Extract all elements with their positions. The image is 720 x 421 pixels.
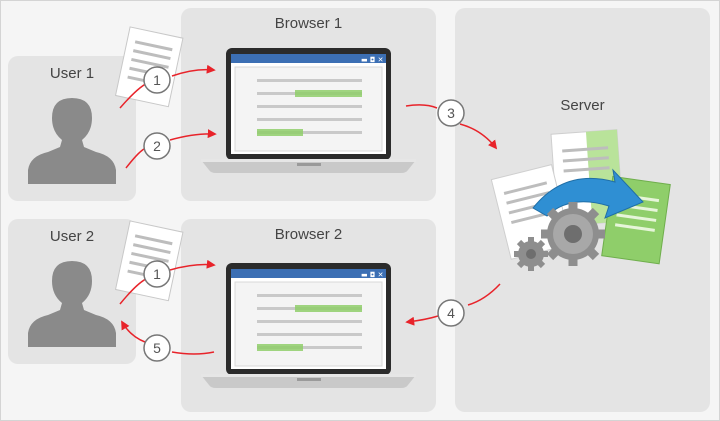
laptop-icon: ▬ ◘ ✕ bbox=[201, 48, 416, 173]
browser2-title: Browser 2 bbox=[274, 226, 343, 243]
step-badge-2: 2 bbox=[143, 132, 171, 160]
browser2-panel: Browser 2 ▬ ◘ ✕ bbox=[181, 219, 436, 412]
server-panel: Server bbox=[455, 8, 710, 412]
user1-title: User 1 bbox=[49, 65, 95, 82]
user-silhouette-icon bbox=[28, 98, 116, 184]
step-badge-1b: 1 bbox=[143, 260, 171, 288]
step-badge-3: 3 bbox=[437, 99, 465, 127]
arrow-icon bbox=[125, 147, 147, 169]
arrow-icon bbox=[405, 315, 439, 326]
svg-text:▬ ◘ ✕: ▬ ◘ ✕ bbox=[361, 56, 383, 64]
step-2-label: 2 bbox=[153, 138, 161, 154]
browser1-panel: Browser 1 ▬ ◘ ✕ bbox=[181, 8, 436, 201]
svg-text:▬ ◘ ✕: ▬ ◘ ✕ bbox=[361, 271, 383, 279]
step-badge-1a: 1 bbox=[143, 66, 171, 94]
arrow-icon bbox=[119, 277, 149, 305]
user2-panel: User 2 bbox=[8, 219, 136, 364]
arrow-icon bbox=[169, 129, 217, 141]
arrow-icon bbox=[121, 320, 146, 343]
arrow-icon bbox=[459, 123, 498, 150]
arrow-icon bbox=[467, 283, 501, 306]
laptop-icon: ▬ ◘ ✕ bbox=[201, 263, 416, 388]
arrow-icon bbox=[171, 351, 215, 355]
step-1b-label: 1 bbox=[153, 266, 161, 282]
step-1a-label: 1 bbox=[153, 72, 161, 88]
arrow-icon bbox=[171, 64, 216, 77]
arrow-icon bbox=[169, 259, 216, 271]
server-gears-icon bbox=[490, 129, 671, 271]
step-3-label: 3 bbox=[447, 105, 455, 121]
arrow-icon bbox=[405, 104, 438, 109]
user-silhouette-icon bbox=[28, 261, 116, 347]
step-badge-4: 4 bbox=[437, 299, 465, 327]
user2-title: User 2 bbox=[49, 228, 95, 245]
step-5-label: 5 bbox=[153, 340, 161, 356]
step-4-label: 4 bbox=[447, 305, 455, 321]
user1-panel: User 1 bbox=[8, 56, 136, 201]
browser1-title: Browser 1 bbox=[274, 15, 343, 32]
step-badge-5: 5 bbox=[143, 334, 171, 362]
server-title: Server bbox=[560, 97, 605, 114]
